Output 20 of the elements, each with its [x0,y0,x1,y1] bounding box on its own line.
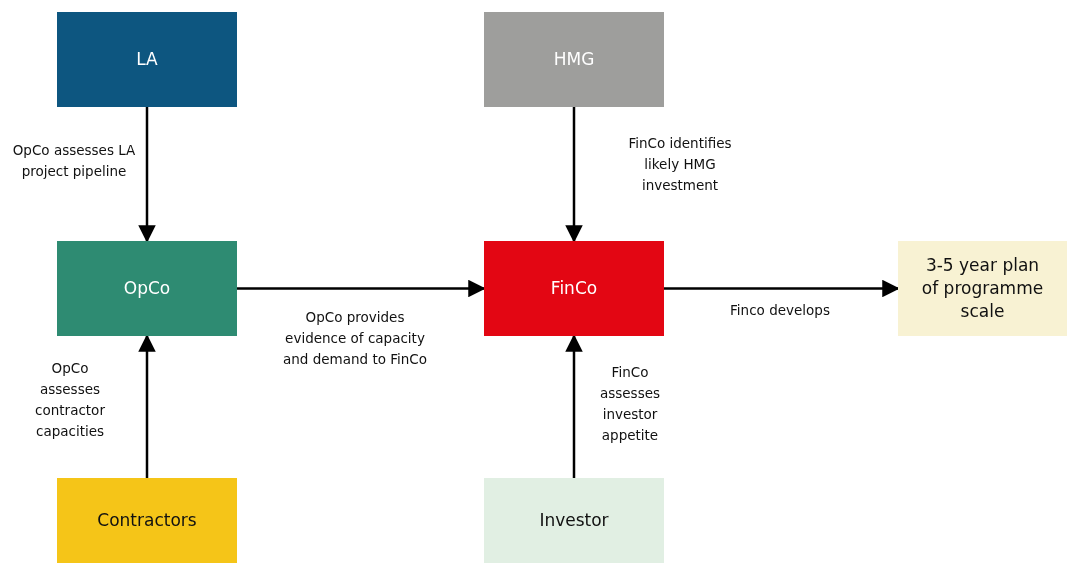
node-label: FinCo [550,277,598,300]
process-box [57,478,237,563]
node-label: 3-5 year plan of programme scale [920,254,1045,323]
arrow [565,334,583,478]
arrow [138,107,156,243]
node-label: OpCo [123,277,171,300]
arrow [237,279,486,298]
process-box [898,241,1067,336]
node-label: Investor [539,509,609,532]
node-label: LA [136,48,158,71]
process-box [484,241,664,336]
process-box [484,12,664,107]
node-label: Contractors [97,509,197,532]
process-box [57,12,237,107]
arrow [138,334,156,478]
arrow [664,279,900,298]
process-box [484,478,664,563]
process-box [57,241,237,336]
node-label: HMG [553,48,595,71]
arrow [565,107,583,243]
